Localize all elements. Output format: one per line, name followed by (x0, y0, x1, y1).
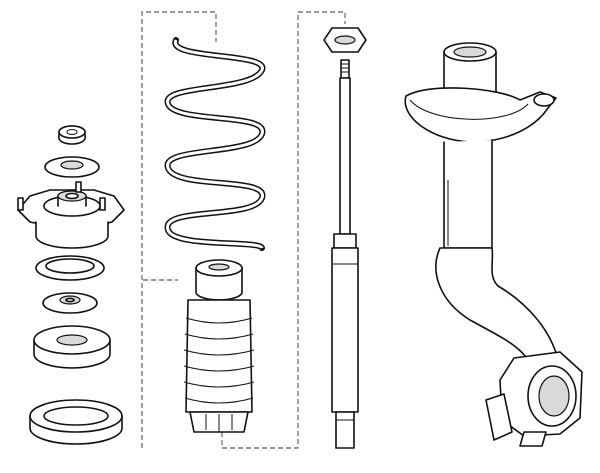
bearing-ring-icon (35, 255, 105, 281)
bellows-icon (183, 259, 255, 433)
nut-icon (58, 125, 86, 145)
coil-spring-icon (164, 37, 266, 251)
lower-seat-icon (29, 399, 123, 445)
top-mount-icon (17, 181, 125, 249)
washer-icon (44, 156, 100, 178)
shock-absorber-icon (323, 27, 367, 449)
mount-stack (17, 125, 125, 445)
bushing-icon (42, 292, 98, 314)
spring-seat-icon (33, 325, 111, 369)
assembly-guide-lines (141, 11, 346, 449)
steering-knuckle-icon (404, 42, 583, 447)
